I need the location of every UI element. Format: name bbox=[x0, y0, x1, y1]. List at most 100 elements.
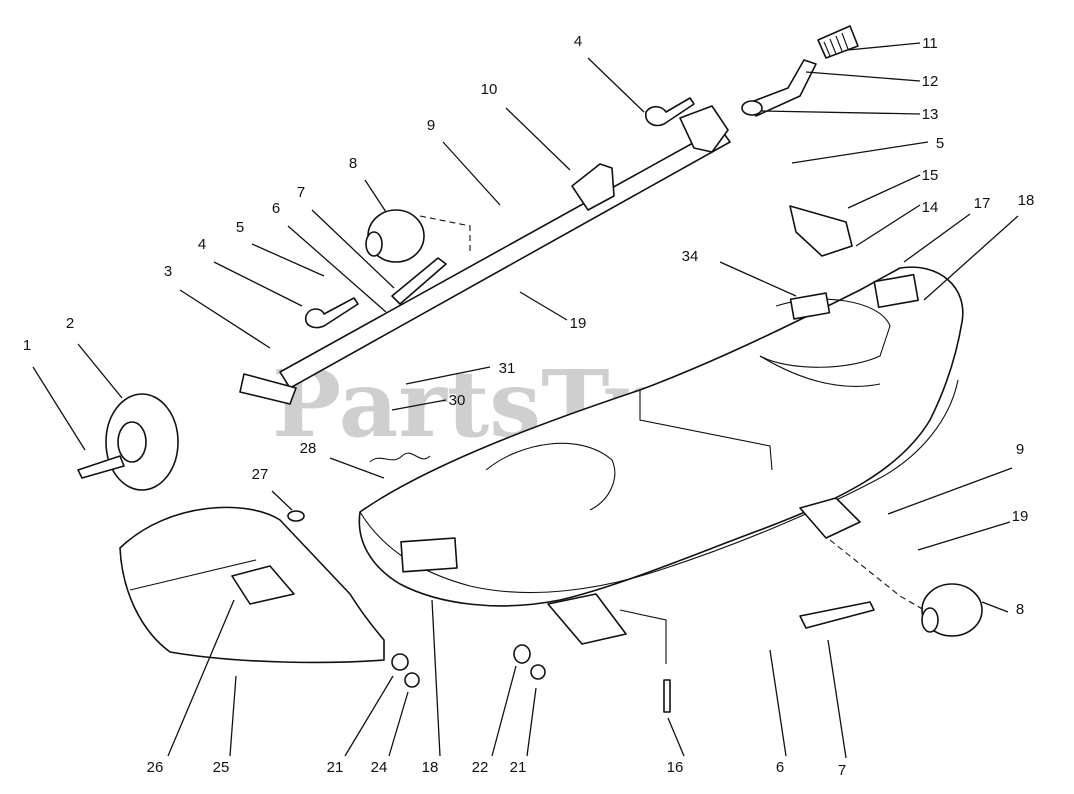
spacer-22 bbox=[513, 644, 531, 664]
callout-label-c21b: 21 bbox=[510, 759, 527, 776]
rod-bracket bbox=[571, 163, 615, 211]
callout-leader-c10 bbox=[505, 107, 571, 171]
callout-label-c12: 12 bbox=[922, 73, 939, 90]
callout-leader-c6b bbox=[769, 649, 787, 757]
hanger-bracket-top bbox=[645, 97, 695, 127]
callout-leader-c27 bbox=[271, 490, 293, 511]
lift-rod bbox=[239, 105, 731, 405]
callout-label-c1: 1 bbox=[23, 337, 31, 354]
deck-decal-34 bbox=[789, 292, 831, 320]
height-adjust-handle bbox=[741, 25, 859, 117]
callout-leader-c30 bbox=[391, 399, 447, 411]
callout-label-c26: 26 bbox=[147, 759, 164, 776]
anti-scalp-roller-left bbox=[365, 209, 471, 305]
nut-21-left bbox=[391, 653, 409, 671]
nut-21-right bbox=[530, 664, 546, 680]
lift-bracket-15 bbox=[789, 205, 853, 257]
callout-label-c10: 10 bbox=[481, 81, 498, 98]
chute-decal bbox=[231, 565, 295, 605]
callout-leader-c34 bbox=[719, 261, 797, 297]
callout-leader-c11 bbox=[847, 42, 921, 51]
callout-leader-c16 bbox=[667, 717, 685, 757]
callout-label-c11: 11 bbox=[922, 35, 938, 52]
callout-leader-c21a bbox=[344, 675, 394, 757]
gauge-wheel bbox=[77, 393, 179, 491]
callout-leader-c5b bbox=[791, 141, 929, 164]
callout-label-c27: 27 bbox=[252, 466, 269, 483]
callout-label-c9a: 9 bbox=[427, 117, 435, 134]
callout-leader-c9a bbox=[442, 141, 501, 206]
callout-label-c18b: 18 bbox=[422, 759, 439, 776]
callout-label-c8b: 8 bbox=[1016, 601, 1024, 618]
callout-label-c25: 25 bbox=[213, 759, 230, 776]
washer-27 bbox=[287, 510, 305, 522]
callout-label-c22: 22 bbox=[472, 759, 489, 776]
callout-leader-c13 bbox=[761, 110, 921, 115]
rod-front-bracket bbox=[679, 105, 729, 153]
callout-label-c3: 3 bbox=[164, 263, 172, 280]
mower-deck bbox=[358, 266, 964, 607]
callout-leader-c12 bbox=[805, 71, 921, 82]
callout-label-c31: 31 bbox=[499, 360, 516, 377]
callout-label-c14: 14 bbox=[922, 199, 939, 216]
callout-label-c15: 15 bbox=[922, 167, 939, 184]
callout-leader-c22 bbox=[491, 665, 517, 757]
callout-label-c9b: 9 bbox=[1016, 441, 1024, 458]
callout-label-c2: 2 bbox=[66, 315, 74, 332]
deck-decal-17 bbox=[873, 273, 919, 309]
anti-scalp-roller-right bbox=[799, 497, 983, 637]
nut-24 bbox=[404, 672, 420, 688]
callout-leader-c24 bbox=[388, 691, 409, 757]
callout-label-c4b: 4 bbox=[574, 33, 582, 50]
handle-spring bbox=[741, 100, 763, 116]
callout-label-c4a: 4 bbox=[198, 236, 206, 253]
callout-label-c6a: 6 bbox=[272, 200, 280, 217]
callout-leader-c1 bbox=[32, 366, 86, 451]
callout-leader-c31 bbox=[405, 366, 491, 385]
callout-leader-c3 bbox=[179, 289, 271, 349]
callout-label-c7b: 7 bbox=[838, 762, 846, 779]
callout-leader-c26 bbox=[167, 599, 235, 757]
callout-leader-c14 bbox=[855, 204, 921, 247]
deck-decal-18 bbox=[400, 537, 458, 573]
callout-leader-c9b bbox=[887, 467, 1013, 515]
callout-label-c21a: 21 bbox=[327, 759, 344, 776]
callout-leader-c4b bbox=[587, 57, 645, 113]
callout-label-c17: 17 bbox=[974, 195, 991, 212]
bolt-16 bbox=[663, 679, 671, 713]
callout-leader-c7b bbox=[827, 639, 847, 759]
callout-label-c19b: 19 bbox=[1012, 508, 1029, 525]
callout-label-c13: 13 bbox=[922, 106, 939, 123]
callout-leader-c2 bbox=[77, 343, 123, 399]
callout-label-c34: 34 bbox=[682, 248, 699, 265]
callout-leader-c17 bbox=[903, 213, 971, 263]
callout-label-c28: 28 bbox=[300, 440, 317, 457]
callout-leader-c28 bbox=[329, 457, 385, 479]
discharge-chute bbox=[119, 506, 385, 664]
callout-label-c24: 24 bbox=[371, 759, 388, 776]
spring-28 bbox=[369, 452, 431, 463]
callout-leader-c21b bbox=[526, 687, 537, 757]
callout-leader-c6a bbox=[287, 225, 387, 313]
callout-label-c18a: 18 bbox=[1018, 192, 1035, 209]
callout-leader-c18a bbox=[923, 215, 1019, 301]
hanger-bracket-left bbox=[304, 297, 359, 329]
callout-leader-c19b bbox=[917, 521, 1011, 551]
callout-leader-c8b bbox=[981, 601, 1009, 613]
callout-label-c30: 30 bbox=[449, 392, 466, 409]
callout-leader-c5a bbox=[251, 243, 325, 277]
roller-bracket-right bbox=[799, 497, 861, 539]
callout-leader-c19a bbox=[519, 291, 568, 321]
rod-end-plate bbox=[239, 373, 297, 405]
callout-leader-c7a bbox=[311, 209, 395, 289]
callout-label-c16: 16 bbox=[667, 759, 684, 776]
callout-leader-c15 bbox=[847, 174, 921, 209]
callout-label-c5a: 5 bbox=[236, 219, 244, 236]
callout-label-c7a: 7 bbox=[297, 184, 305, 201]
callout-label-c5b: 5 bbox=[936, 135, 944, 152]
callout-leader-c25 bbox=[229, 675, 237, 757]
roller-rod-left bbox=[391, 257, 447, 305]
callout-leader-c18b bbox=[431, 599, 441, 757]
